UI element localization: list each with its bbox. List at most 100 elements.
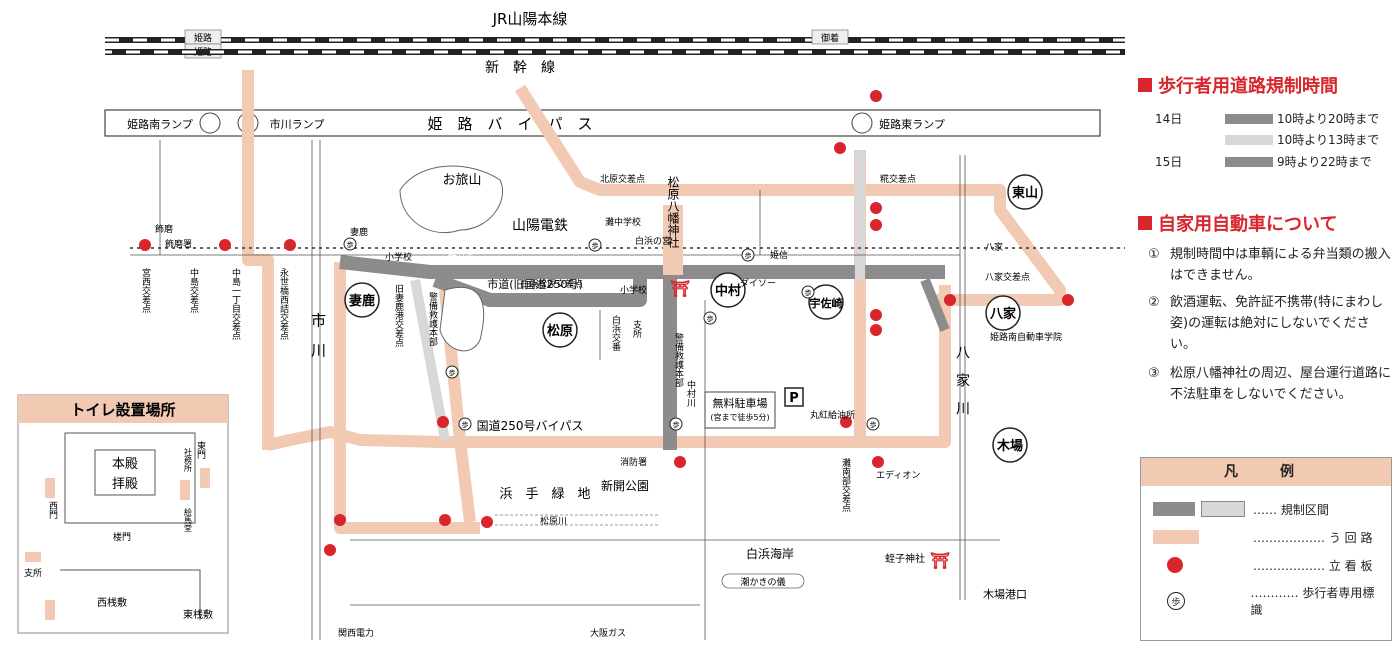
nishimon-label: 西門 [47,501,58,520]
svg-text:エディオン: エディオン [876,469,920,481]
svg-text:歩: 歩 [462,420,469,429]
toilet-map-shisho-label: 支所 [24,567,42,579]
svg-text:八家交差点: 八家交差点 [985,271,1030,283]
pedestrian-signs: 歩 歩 歩 歩 歩 歩 歩 歩 歩 [343,237,880,431]
svg-text:旧妻鹿港交差点: 旧妻鹿港交差点 [393,284,404,348]
red-square-icon [1138,216,1152,230]
time-row-15: 15日 9時より22時まで [1155,155,1372,169]
sanyo-railway-label: 山陽電鉄 [512,218,568,234]
section-car-title: 自家用自動車について [1138,210,1337,236]
ramp-east-label: 姫路東ランプ [879,117,945,131]
festival-area-map: JR山陽本線 姫路 姫路 御着 新 幹 線 姫 路 バ イ パ ス 姫路南ランプ… [17,10,1125,640]
svg-text:中島一丁目交差点: 中島一丁目交差点 [230,267,241,341]
svg-text:松原川: 松原川 [540,515,567,527]
red-dot-icon [1167,557,1183,573]
shinkansen-label: 新 幹 線 [485,59,555,76]
svg-text:中村川: 中村川 [685,379,696,407]
shamusho-label: 社務所 [184,447,193,473]
shirahama-coast-label: 白浜海岸 [746,546,794,561]
svg-text:歩: 歩 [870,420,877,429]
otabiyama-hill [399,165,504,234]
area-nakamura: 中村 [715,283,741,299]
svg-text:歩: 歩 [707,314,714,323]
shiokaki-label: 潮かきの儀 [740,576,785,588]
info-panel: 歩行者用道路規制時間 14日 10時より20時まで 10時より13時まで 15日… [1130,0,1400,651]
svg-text:飾磨署: 飾磨署 [165,238,192,250]
svg-text:白浜松原交差点: 白浜松原交差点 [520,278,583,290]
svg-text:練り場: 練り場 [448,249,475,261]
svg-text:姫路南自動車学院: 姫路南自動車学院 [990,331,1062,343]
ichikawa-river-label: 市 川 [309,313,327,358]
intersection-labels: 飾磨 飾磨署 宮西交差点 中島交差点 中島一丁目交差点 永世橋西詰交差点 妻鹿 … [140,173,1062,639]
legend-sign: ……………… 立 看 板 [1153,556,1383,574]
ramp-south-label: 姫路南ランプ [127,117,193,131]
legend-pedestrian: 歩 ………… 歩行者専用標識 [1153,584,1383,618]
svg-text:妻鹿: 妻鹿 [350,226,368,238]
ebisu-shrine-label: 蛭子神社 [885,552,925,565]
gochaku-station-label: 御着 [821,32,839,44]
svg-text:歩: 歩 [347,240,354,249]
svg-text:警備救護本部: 警備救護本部 [427,291,438,347]
svg-text:歩: 歩 [592,241,599,250]
yaie-river-label: 八 家 川 [954,345,970,415]
svg-text:永世橋西詰交差点: 永世橋西詰交差点 [278,267,289,341]
svg-text:姫信: 姫信 [770,249,788,261]
toilet-map: トイレ設置場所 本殿 拝殿 東門 西門 楼門 社務所 絵馬堂 西桟敷 東桟敷 支… [17,394,229,634]
svg-text:白浜交番: 白浜交番 [610,314,621,351]
parking-label: 無料駐車場 [713,396,768,410]
map-legend: 凡 例 …… 規制区間 ……………… う 回 路 ……………… 立 看 板 歩 … [1140,457,1392,641]
svg-text:灘中学校: 灘中学校 [605,216,641,228]
parking-note: (宮まで徒歩5分) [710,412,769,422]
legend-regulated: …… 規制区間 [1153,500,1383,518]
legend-detour: ……………… う 回 路 [1153,528,1383,546]
time-row-14-1: 14日 10時より20時まで [1155,112,1380,126]
svg-text:関西電力: 関西電力 [338,627,374,639]
ebisu-torii-icon: ⛩ [930,551,950,570]
svg-text:歩: 歩 [805,288,812,297]
nishisajiki-label: 西桟敷 [97,596,127,609]
svg-text:ダイソー: ダイソー [740,277,776,289]
ramp-ichikawa-label: 市川ランプ [270,117,325,131]
svg-text:北原交差点: 北原交差点 [600,173,645,185]
higashimon-label: 東門 [195,440,206,460]
area-higashiyama: 東山 [1012,185,1038,201]
romon-label: 楼門 [113,531,131,543]
area-kiba: 木場 [996,438,1023,454]
svg-text:消防署: 消防署 [620,456,647,468]
svg-text:白浜の宮: 白浜の宮 [635,235,671,247]
svg-text:警備救護本部: 警備救護本部 [673,332,684,388]
svg-text:糀交差点: 糀交差点 [880,173,916,185]
otabiyama-label: お旅山 [442,173,481,188]
parking-p: P [789,391,799,406]
standing-signs [139,90,1074,556]
time-row-14-2: 10時より13時まで [1155,131,1400,148]
area-usaki: 宇佐崎 [810,296,843,310]
svg-text:丸紅給油所: 丸紅給油所 [810,409,855,421]
svg-text:飾磨: 飾磨 [155,223,173,235]
parking-box [704,391,776,429]
shrine-label: 松原八幡神社 [666,176,680,248]
ramp-east-circle [851,112,873,134]
svg-text:宮西交差点: 宮西交差点 [140,267,151,314]
swatch-light-icon [1225,134,1273,145]
minor-roads [130,140,1000,640]
area-matsubara: 松原 [547,323,573,339]
shrine-label-box [663,205,683,275]
hamate-green-label: 浜 手 緑 地 [499,487,590,502]
area-circles: 妻鹿 松原 中村 宇佐崎 八家 東山 木場 [344,174,1043,463]
higashisajiki-label: 東桟敷 [183,608,213,621]
swatch-dark-icon [1225,113,1273,124]
svg-text:歩: 歩 [745,251,752,260]
svg-text:灘南部交差点: 灘南部交差点 [840,457,851,513]
svg-text:大阪ガス: 大阪ガス [590,627,626,639]
toilet-map-title: トイレ設置場所 [70,401,175,419]
svg-text:支所: 支所 [631,319,642,339]
shinkai-park-label: 新開公園 [601,478,649,493]
red-square-icon [1138,78,1152,92]
area-yaka: 八家 [989,306,1017,322]
shrine-grounds [439,287,485,352]
svg-text:八家: 八家 [985,241,1003,253]
shiokaki-badge [721,573,805,589]
